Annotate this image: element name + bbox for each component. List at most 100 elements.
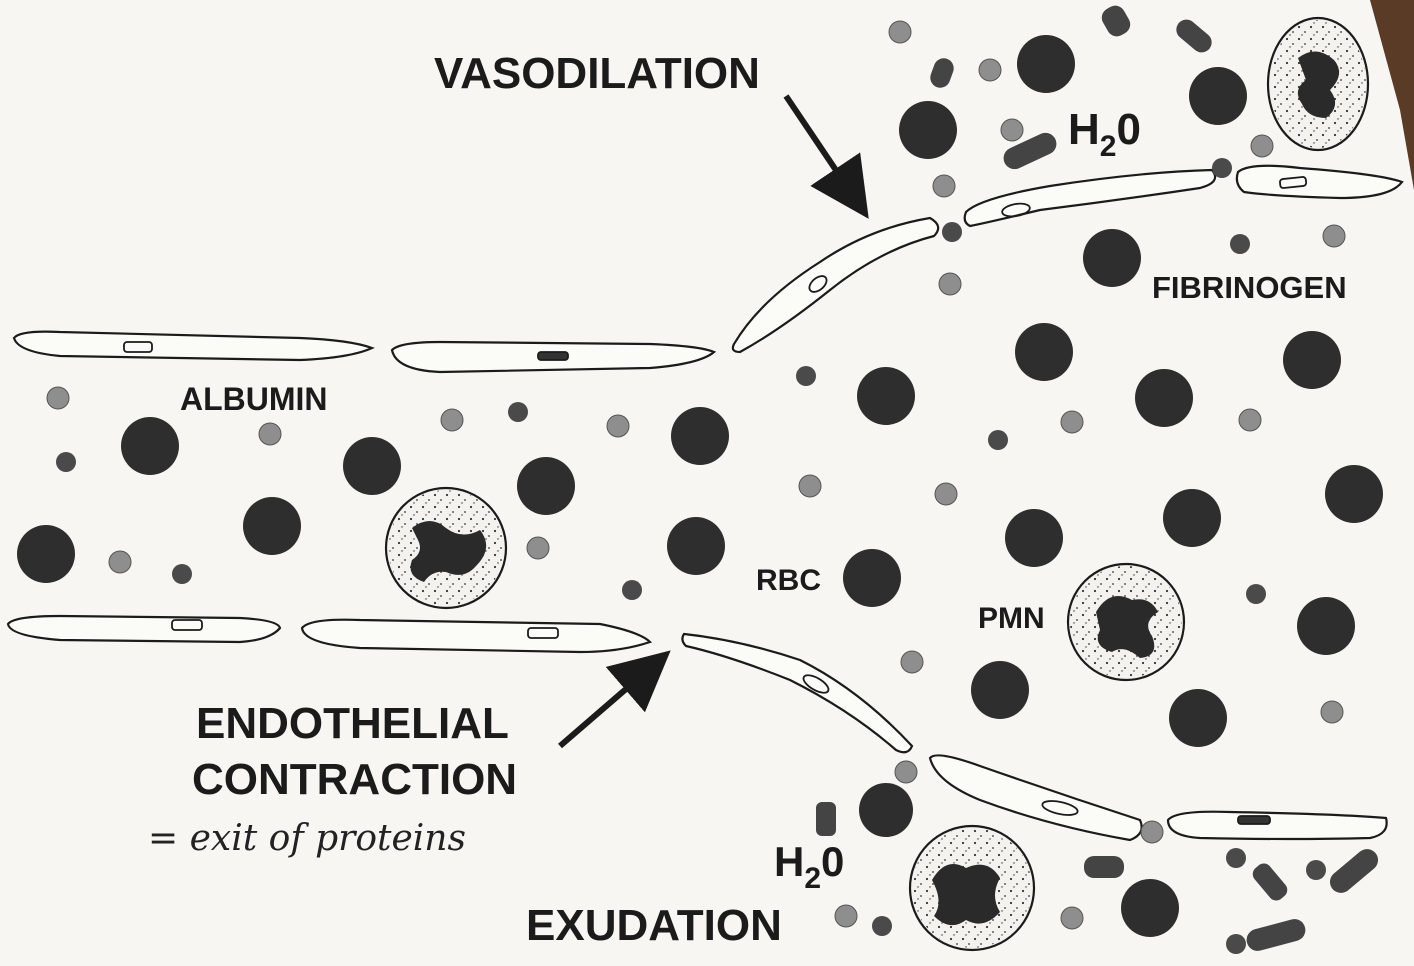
red-blood-cell: [1169, 689, 1227, 747]
platelet: [1244, 917, 1308, 954]
red-blood-cell: [1135, 369, 1193, 427]
h2o-top-h: H: [1068, 105, 1100, 154]
albumin-molecule: [441, 409, 463, 431]
exudation-label: EXUDATION: [526, 901, 782, 950]
albumin-molecule: [935, 483, 957, 505]
albumin-molecule: [1323, 225, 1345, 247]
neutrophil-left: [386, 488, 506, 608]
red-blood-cell: [121, 417, 179, 475]
albumin-molecule: [835, 905, 857, 927]
fibrinogen-molecule: [1226, 848, 1246, 868]
albumin-molecule: [933, 175, 955, 197]
vessel-wall-lower-left: [8, 616, 650, 652]
albumin-molecule: [1141, 821, 1163, 843]
fibrinogen-molecule: [622, 580, 642, 600]
red-blood-cell: [1283, 331, 1341, 389]
red-blood-cell: [1297, 597, 1355, 655]
red-blood-cell: [17, 525, 75, 583]
fibrinogen-molecule: [172, 564, 192, 584]
nucleus: [1238, 816, 1270, 824]
h2o-bottom-o: 0: [821, 838, 844, 885]
fibrinogen-molecule: [988, 430, 1008, 450]
page-edge-shadow: [1370, 0, 1414, 190]
albumin-molecule: [1251, 135, 1273, 157]
h2o-top-sub: 2: [1100, 130, 1117, 163]
pmn-label: PMN: [978, 602, 1045, 635]
platelet: [1098, 2, 1134, 40]
albumin-molecule: [889, 21, 911, 43]
vessel-wall-upper-right: [733, 166, 1402, 352]
vessel-wall-upper-left: [14, 332, 714, 372]
red-blood-cell: [667, 517, 725, 575]
endothelial-cell: [682, 634, 912, 752]
endothelial-cell: [1168, 812, 1387, 839]
neutrophil-bottom: [910, 826, 1034, 950]
albumin-molecule: [47, 387, 69, 409]
red-blood-cell: [1163, 489, 1221, 547]
endothelial-cell: [14, 332, 372, 360]
albumin-molecule: [895, 761, 917, 783]
fibrinogen-molecule: [1212, 158, 1232, 178]
albumin-molecule: [607, 415, 629, 437]
nucleus: [538, 352, 568, 360]
red-blood-cell: [517, 457, 575, 515]
albumin-molecule: [109, 551, 131, 573]
red-blood-cell: [1005, 509, 1063, 567]
endothelial-label-line2: CONTRACTION: [192, 755, 517, 804]
endothelial-cell: [1237, 166, 1402, 198]
h2o-bottom-sub: 2: [804, 862, 821, 895]
endothelial-cell: [8, 616, 280, 642]
fibrinogen-molecule: [1226, 934, 1246, 954]
endothelial-cell: [733, 218, 938, 352]
platelet: [1249, 860, 1290, 903]
fibrinogen-molecule: [1246, 584, 1266, 604]
red-blood-cell: [1325, 465, 1383, 523]
vasodilation-label: VASODILATION: [434, 49, 760, 98]
fibrinogen-molecule: [872, 916, 892, 936]
red-blood-cell: [843, 549, 901, 607]
h2o-top-label: H20: [1068, 105, 1141, 163]
platelet: [1172, 15, 1215, 56]
endothelial-cell: [965, 170, 1215, 226]
endothelial-cell: [302, 620, 650, 652]
endothelial-label-line1: ENDOTHELIAL: [196, 699, 509, 748]
red-blood-cell: [1121, 879, 1179, 937]
handwritten-note: = exit of proteins: [148, 818, 466, 859]
albumin-molecule: [901, 651, 923, 673]
fibrinogen-label: FIBRINOGEN: [1152, 270, 1347, 305]
red-blood-cell: [859, 783, 913, 837]
albumin-molecule: [939, 273, 961, 295]
fibrinogen-molecule: [56, 452, 76, 472]
fibrinogen-molecule: [508, 402, 528, 422]
platelet: [1325, 845, 1382, 898]
red-blood-cell: [671, 407, 729, 465]
albumin-molecule: [979, 59, 1001, 81]
albumin-label: ALBUMIN: [180, 381, 328, 417]
albumin-molecule: [1001, 119, 1023, 141]
albumin-molecule: [799, 475, 821, 497]
platelet: [1084, 856, 1124, 878]
red-blood-cell: [343, 437, 401, 495]
red-blood-cell: [1083, 229, 1141, 287]
h2o-top-o: 0: [1116, 105, 1140, 154]
platelet: [927, 55, 956, 90]
neutrophil-top-right: [1268, 18, 1368, 150]
albumin-molecule: [1061, 411, 1083, 433]
vessel-wall-lower-right: [682, 634, 1386, 840]
red-blood-cell: [1015, 323, 1073, 381]
fibrinogen-molecule: [1230, 234, 1250, 254]
albumin-molecule: [259, 423, 281, 445]
red-blood-cell: [243, 497, 301, 555]
red-blood-cell: [971, 661, 1029, 719]
platelet: [816, 802, 836, 836]
albumin-molecule: [527, 537, 549, 559]
red-blood-cell: [899, 101, 957, 159]
rbc-label: RBC: [756, 564, 821, 597]
vasodilation-arrow: [786, 96, 852, 194]
red-blood-cell: [857, 367, 915, 425]
albumin-molecule: [1061, 907, 1083, 929]
h2o-bottom-label: H20: [774, 838, 844, 895]
neutrophil-center: [1068, 564, 1184, 680]
